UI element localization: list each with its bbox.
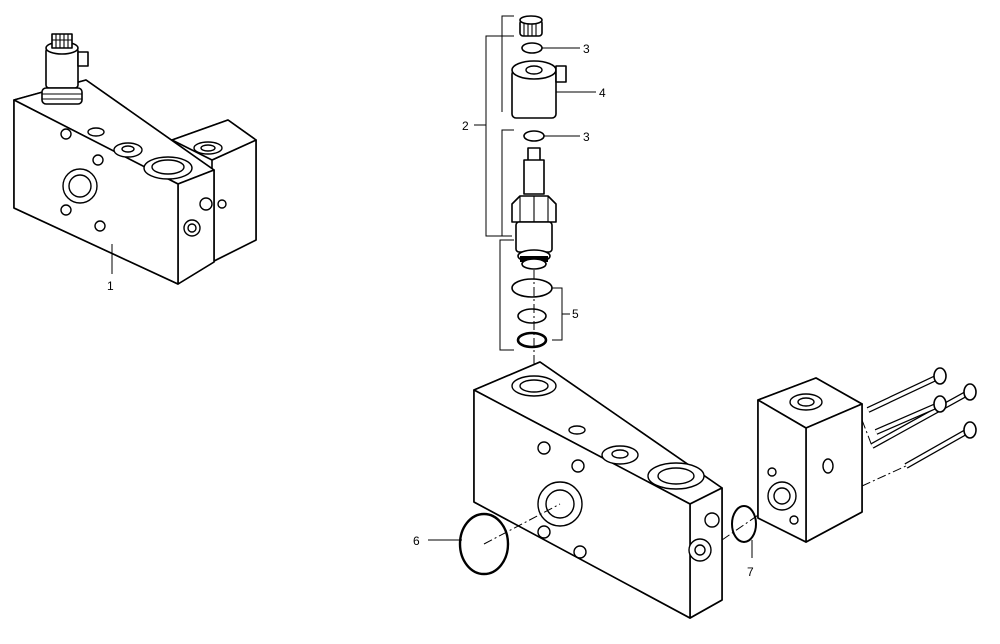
bolt-3 bbox=[874, 395, 947, 435]
assembly-1-solenoid bbox=[41, 33, 89, 105]
valve-block-side bbox=[757, 377, 863, 543]
o-ring-3-lower bbox=[523, 130, 545, 142]
bolt-4 bbox=[904, 421, 977, 469]
o-ring-7 bbox=[731, 505, 757, 543]
bracket-2 bbox=[485, 35, 514, 237]
callout-3-lower: 3 bbox=[583, 130, 590, 144]
callout-1: 1 bbox=[107, 279, 114, 293]
callout-7: 7 bbox=[747, 565, 754, 579]
solenoid-coil-4 bbox=[511, 60, 567, 119]
cartridge-valve bbox=[511, 147, 557, 270]
callout-6: 6 bbox=[413, 534, 420, 548]
valve-block-main bbox=[473, 361, 723, 619]
knurled-nut bbox=[519, 15, 543, 37]
mounting-bolts bbox=[861, 367, 977, 487]
seal-kit-5 bbox=[511, 278, 553, 349]
bolt-1 bbox=[866, 367, 947, 413]
callout-5: 5 bbox=[572, 307, 579, 321]
callout-3-upper: 3 bbox=[583, 42, 590, 56]
assembly-1-main-block bbox=[13, 79, 215, 285]
o-ring-3-upper bbox=[521, 42, 543, 54]
bolt-2 bbox=[870, 383, 977, 449]
callout-2: 2 bbox=[462, 119, 469, 133]
valve-assembly-1 bbox=[13, 33, 257, 285]
callout-4: 4 bbox=[599, 86, 606, 100]
